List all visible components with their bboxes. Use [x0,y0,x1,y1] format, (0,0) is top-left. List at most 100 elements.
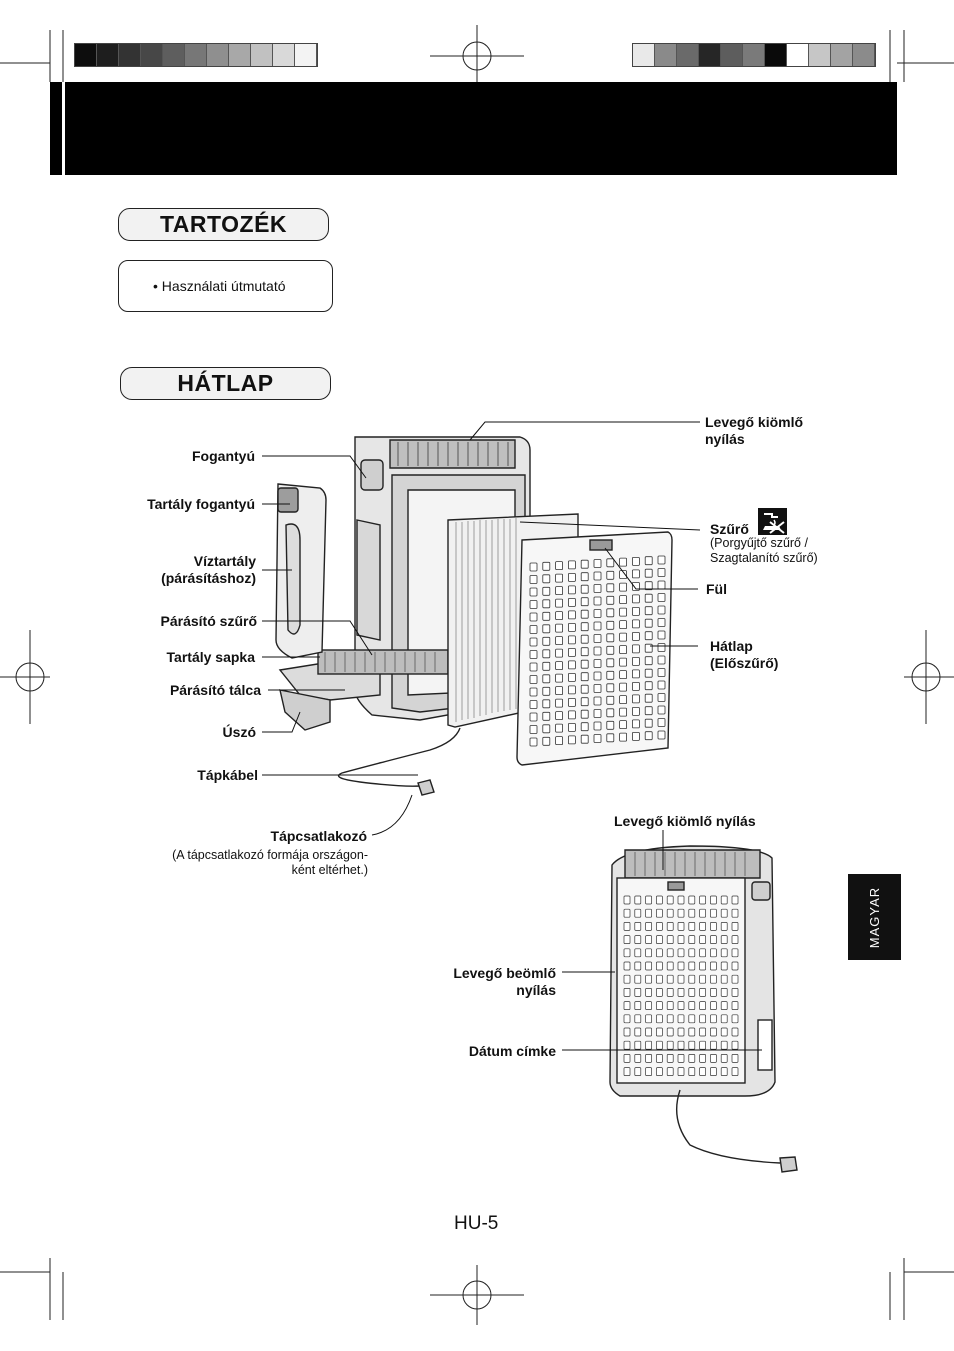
perforation-hole [593,609,602,618]
color-swatch [97,44,119,66]
perforation-hole [688,974,696,984]
perforation-hole [632,669,640,679]
perforation-hole [632,594,640,604]
perforation-hole [644,568,653,578]
perforation-hole [632,682,640,691]
perforation-hole [623,988,631,997]
perforation-hole [645,1014,652,1024]
perforation-hole [688,1054,696,1063]
perforation-hole [555,661,563,670]
perforation-hole [666,974,674,984]
perforation-hole [606,595,615,605]
perforation-hole [632,607,640,616]
label-viztartaly-line2: (párásításhoz) [161,570,256,586]
perforation-hole [593,646,602,656]
perforation-hole [677,1040,685,1050]
perforation-hole [529,612,538,622]
perforation-hole [542,561,551,571]
color-swatch [251,44,273,66]
perforation-hole [632,582,640,591]
accessories-box: • Használati útmutató [118,260,333,312]
accessories-item: • Használati útmutató [153,278,286,294]
perforation-hole [529,587,538,597]
perforation-hole [656,988,663,997]
label-levego-beomlo-line2: nyílás [516,982,556,998]
perforation-hole [645,1027,652,1037]
color-swatch [853,44,875,66]
perforation-hole [593,671,602,681]
perforation-hole [623,1014,631,1024]
perforation-hole [634,922,642,931]
perforation-hole [657,693,666,702]
perforation-hole [606,583,615,593]
perforation-hole [555,736,563,745]
perforation-hole [677,935,685,944]
language-tab-label: MAGYAR [867,886,883,948]
perforation-hole [593,571,602,581]
perforation-hole [634,908,642,918]
perforation-hole [632,619,640,629]
perforation-hole [606,645,615,655]
perforation-hole [657,643,666,652]
perforation-hole [529,687,538,697]
perforation-hole [593,696,602,706]
perforation-hole [619,707,627,717]
perforation-hole [720,974,728,984]
perforation-hole [555,648,563,658]
perforation-hole [619,607,627,617]
label-hatlap: Hátlap (Előszűrő) [710,638,778,672]
perforation-hole [731,1001,739,1010]
perforation-hole [731,895,739,905]
perforation-hole [580,697,589,707]
perforation-hole [666,895,674,905]
color-swatch [229,44,251,66]
perforation-hole [623,1067,631,1076]
perforation-hole [619,645,627,654]
perforation-hole [731,1067,739,1076]
perforation-hole [529,575,538,584]
perforation-hole [720,908,728,918]
perforation-hole [677,1054,685,1063]
perforation-hole [710,1054,717,1063]
label-tartaly-fogantyu: Tartály fogantyú [147,496,255,512]
perforation-hole [644,556,653,566]
perforation-hole [619,570,627,579]
label-viztartaly-line1: Víztartály [193,553,256,569]
label-tapcsatlakozo: Tápcsatlakozó [270,828,367,844]
perforation-hole [606,670,615,680]
perforation-hole [688,988,696,997]
perforation-hole [623,1027,631,1037]
perforation-hole [645,922,652,931]
perforation-hole [710,1040,717,1050]
label-hatlap-line1: Hátlap [710,638,753,654]
perforation-hole [568,648,576,657]
perforation-hole [644,681,653,691]
perforation-hole [657,630,666,640]
perforation-hole [656,935,663,944]
perforation-hole [634,988,642,997]
perforation-hole [529,700,538,709]
label-fogantyu: Fogantyú [192,448,255,464]
perforation-hole [634,1027,642,1037]
perforation-hole [644,593,653,603]
perforation-hole [666,1014,674,1024]
purifier-exploded-view [275,436,673,796]
perforation-hole [644,581,653,591]
perforation-hole [656,974,663,984]
perforation-hole [666,922,674,931]
header-band [50,82,897,175]
perforation-hole [542,649,551,659]
perforation-hole [555,561,563,570]
note-line1: (A tápcsatlakozó formája országon- [172,848,368,862]
perforation-hole [580,609,589,619]
perforation-hole [644,643,653,653]
color-swatch [655,44,677,66]
perforation-hole [593,684,602,693]
perforation-hole [623,1054,631,1063]
perforation-hole [632,694,640,704]
perforation-hole [623,1001,631,1010]
perforation-hole [580,622,589,632]
perforation-hole [606,620,615,630]
perforation-hole [634,948,642,958]
